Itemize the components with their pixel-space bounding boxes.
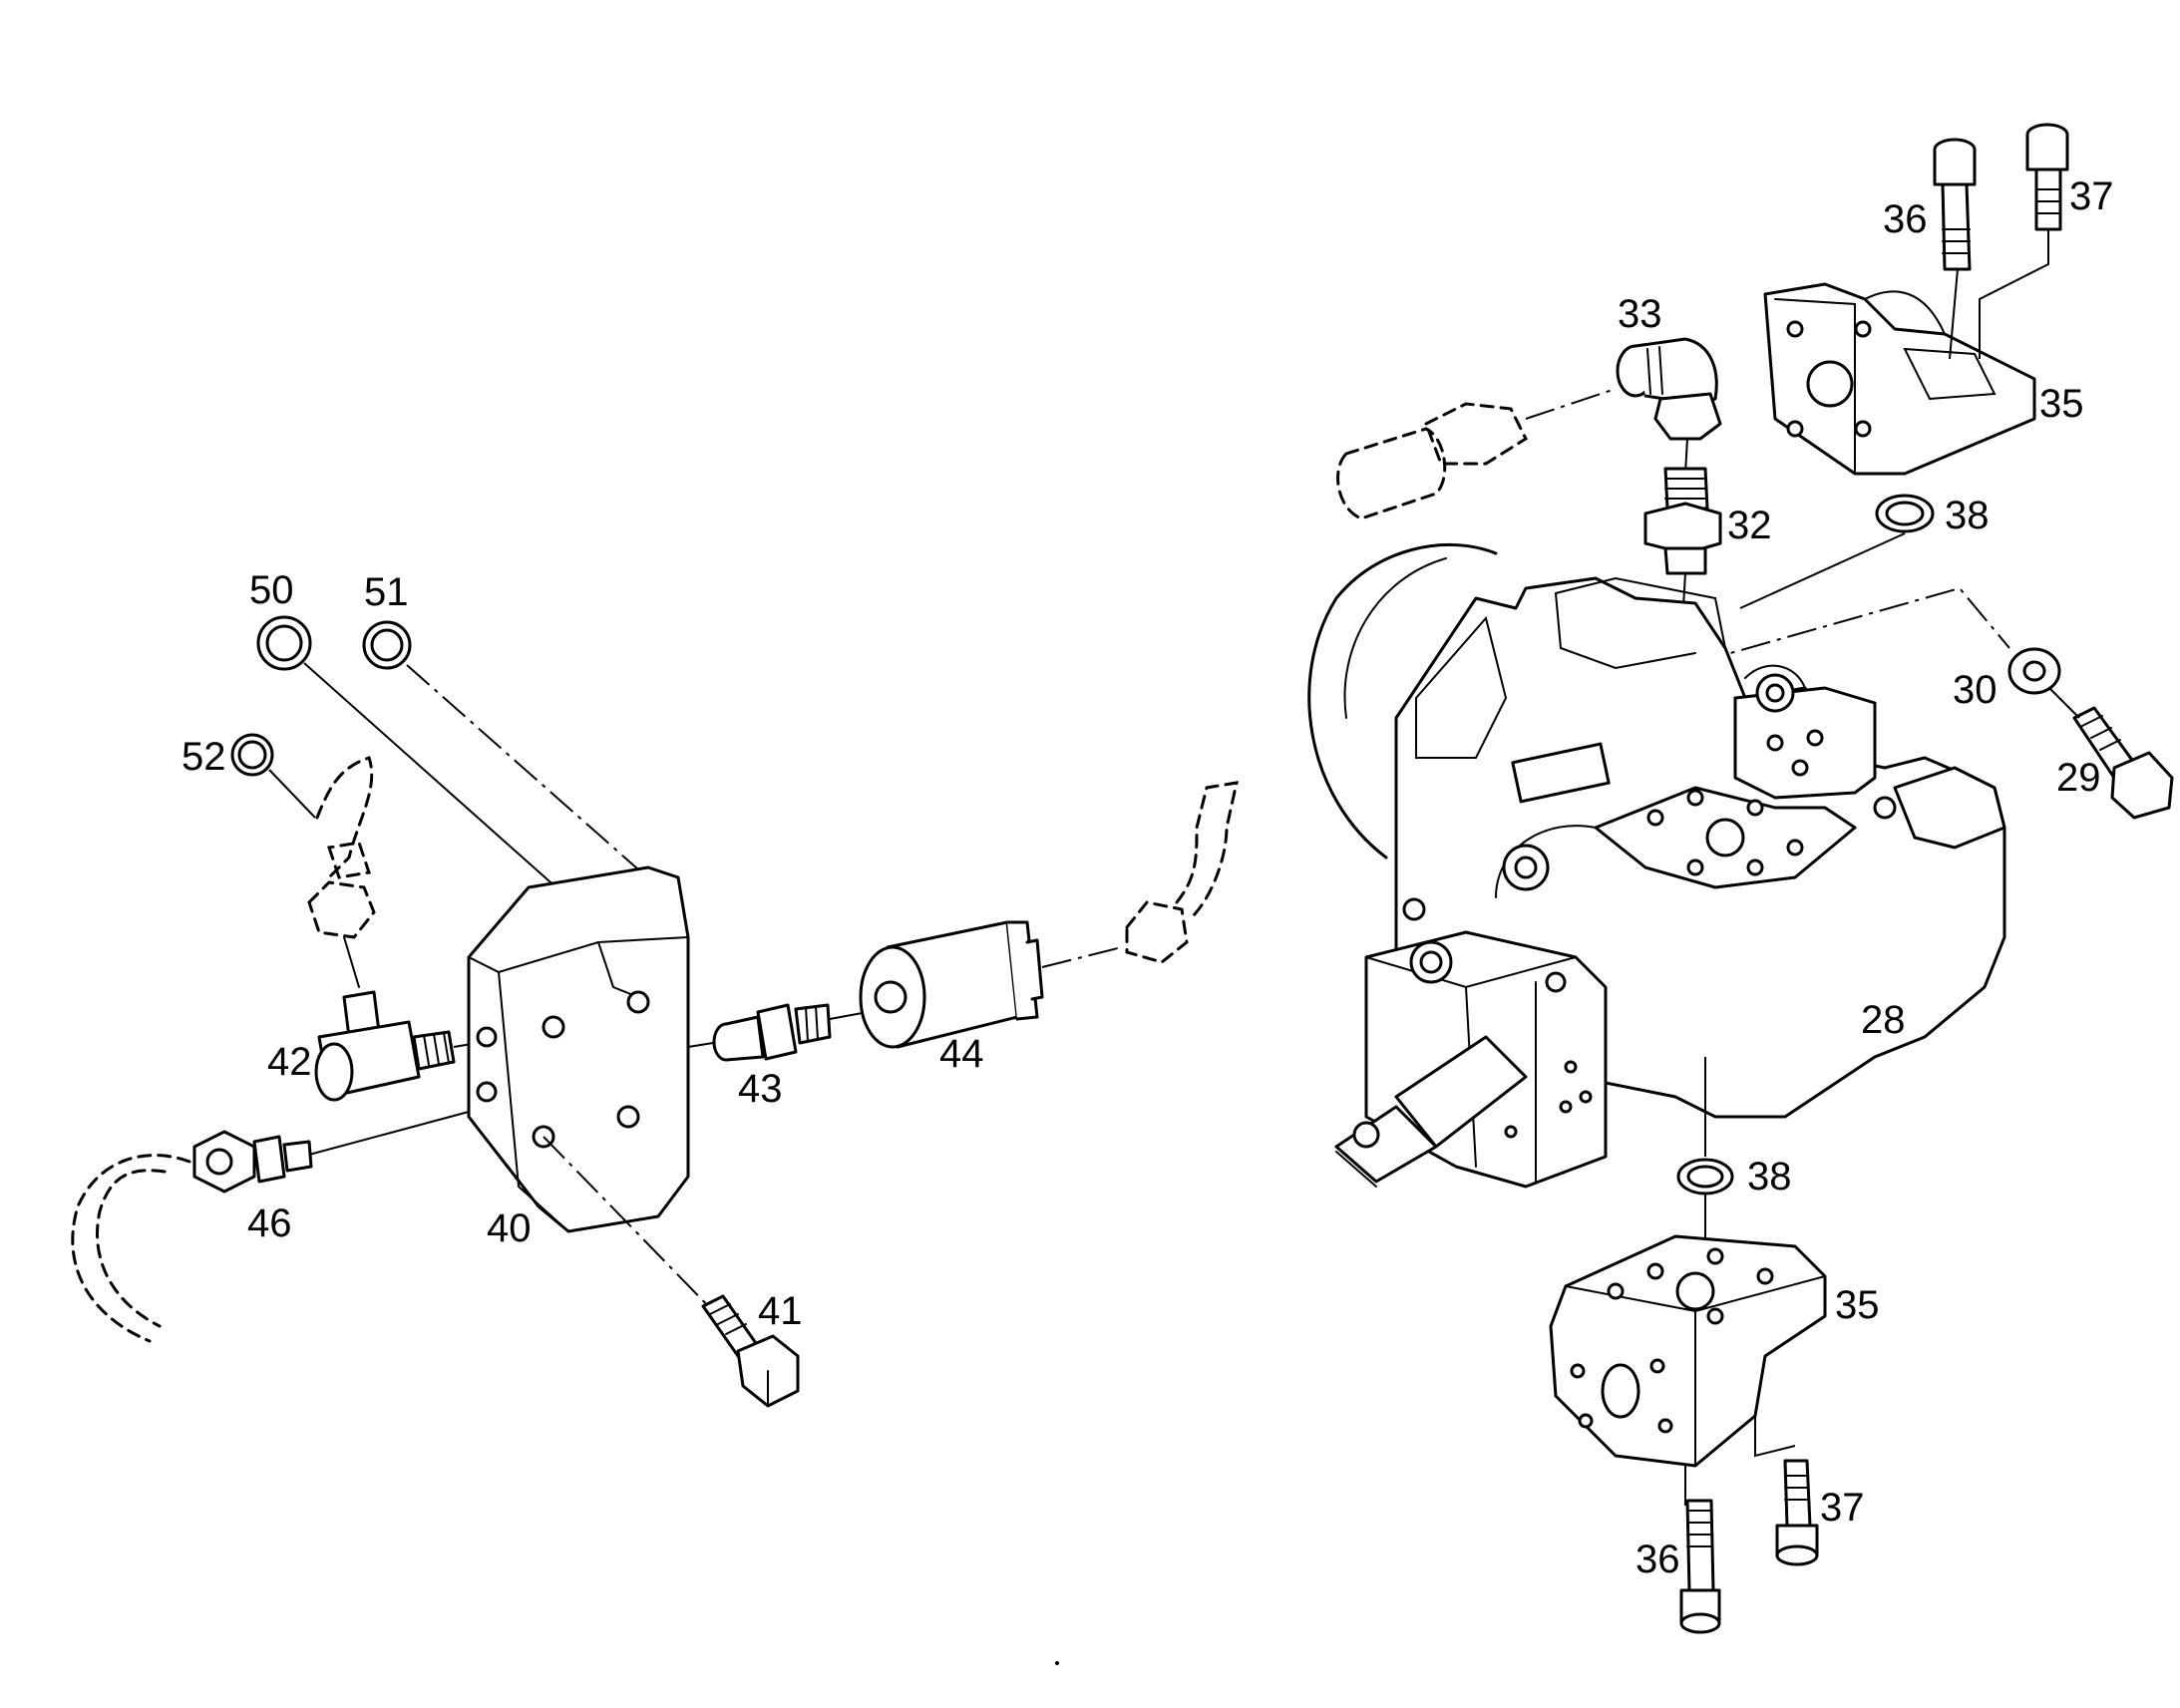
leader-46 bbox=[308, 1111, 470, 1156]
leader-43a bbox=[687, 1042, 714, 1048]
callout-40: 40 bbox=[487, 1206, 532, 1250]
bolt-36-top bbox=[1933, 138, 1977, 271]
hose-connector-43 bbox=[712, 1003, 832, 1062]
callout-50: 50 bbox=[249, 568, 294, 612]
fitting-32 bbox=[1643, 467, 1722, 575]
hose-nut-upper bbox=[307, 880, 376, 939]
callout-30: 30 bbox=[1953, 668, 1998, 712]
hose-33 bbox=[1336, 427, 1447, 520]
o-ring-38-bottom bbox=[1676, 1158, 1734, 1196]
hose-right bbox=[1175, 781, 1239, 919]
callout-52: 52 bbox=[182, 735, 226, 779]
bolt-37-bottom bbox=[1775, 1459, 1819, 1566]
cover-plate-40 bbox=[467, 865, 690, 1233]
hose-nut-right bbox=[1125, 900, 1189, 964]
callout-44: 44 bbox=[939, 1032, 984, 1076]
leader-41 bbox=[543, 1136, 719, 1317]
callout-33: 33 bbox=[1618, 292, 1662, 336]
tee-fitting-42 bbox=[314, 990, 456, 1102]
callout-42: 42 bbox=[267, 1040, 312, 1084]
bolt-41 bbox=[701, 1294, 800, 1408]
leader-51 bbox=[406, 664, 639, 870]
o-ring-51 bbox=[362, 620, 412, 670]
callout-38-top: 38 bbox=[1945, 494, 1990, 537]
o-ring-38-top bbox=[1875, 494, 1935, 533]
callout-43: 43 bbox=[738, 1067, 783, 1111]
leader-29 bbox=[2048, 687, 2080, 719]
washer-30 bbox=[2007, 647, 2061, 695]
leader-30 bbox=[1694, 586, 2010, 664]
o-ring-50 bbox=[256, 615, 312, 671]
callout-32: 32 bbox=[1727, 504, 1772, 547]
callout-36-bottom: 36 bbox=[1635, 1537, 1680, 1581]
filter-44 bbox=[859, 920, 1044, 1049]
bolt-36-bottom bbox=[1679, 1499, 1721, 1634]
hose-upper-left bbox=[315, 756, 374, 879]
leader-37-bottom bbox=[1754, 1416, 1796, 1458]
callout-46: 46 bbox=[247, 1201, 292, 1245]
hose-lower-left bbox=[71, 1154, 191, 1343]
callout-35-top: 35 bbox=[2039, 382, 2084, 426]
hose-lower-left-inner bbox=[96, 1169, 167, 1328]
o-ring-52 bbox=[230, 733, 274, 777]
leader-36-top bbox=[1949, 268, 1959, 360]
callout-36-top: 36 bbox=[1883, 197, 1928, 241]
hose-fitting-upper bbox=[327, 841, 371, 879]
bolt-29 bbox=[2072, 706, 2174, 820]
stray-dot bbox=[1055, 1661, 1059, 1665]
hose-connector-line bbox=[343, 936, 360, 988]
callout-51: 51 bbox=[364, 570, 409, 614]
callout-41: 41 bbox=[758, 1289, 803, 1333]
fitting-46 bbox=[192, 1130, 313, 1194]
valve-block bbox=[1334, 897, 1608, 1189]
leader-33 bbox=[1525, 388, 1617, 420]
elbow-fitting-33 bbox=[1616, 337, 1722, 441]
block-35-top bbox=[1763, 282, 2036, 476]
leader-38-top bbox=[1739, 532, 1906, 609]
callout-28: 28 bbox=[1861, 998, 1906, 1042]
callout-37-top: 37 bbox=[2069, 174, 2114, 218]
leader-52 bbox=[268, 769, 316, 819]
callout-38-bottom: 38 bbox=[1747, 1155, 1792, 1198]
callout-35-bottom: 35 bbox=[1835, 1283, 1880, 1327]
bolt-37-top bbox=[2025, 123, 2069, 231]
leader-44 bbox=[1041, 946, 1123, 968]
leader-50 bbox=[303, 662, 559, 890]
block-35-bottom bbox=[1549, 1234, 1827, 1468]
callout-29: 29 bbox=[2056, 756, 2101, 800]
leader-37-top bbox=[1979, 229, 2049, 359]
callout-37-bottom: 37 bbox=[1820, 1486, 1865, 1530]
hose-33-nut bbox=[1424, 402, 1528, 466]
